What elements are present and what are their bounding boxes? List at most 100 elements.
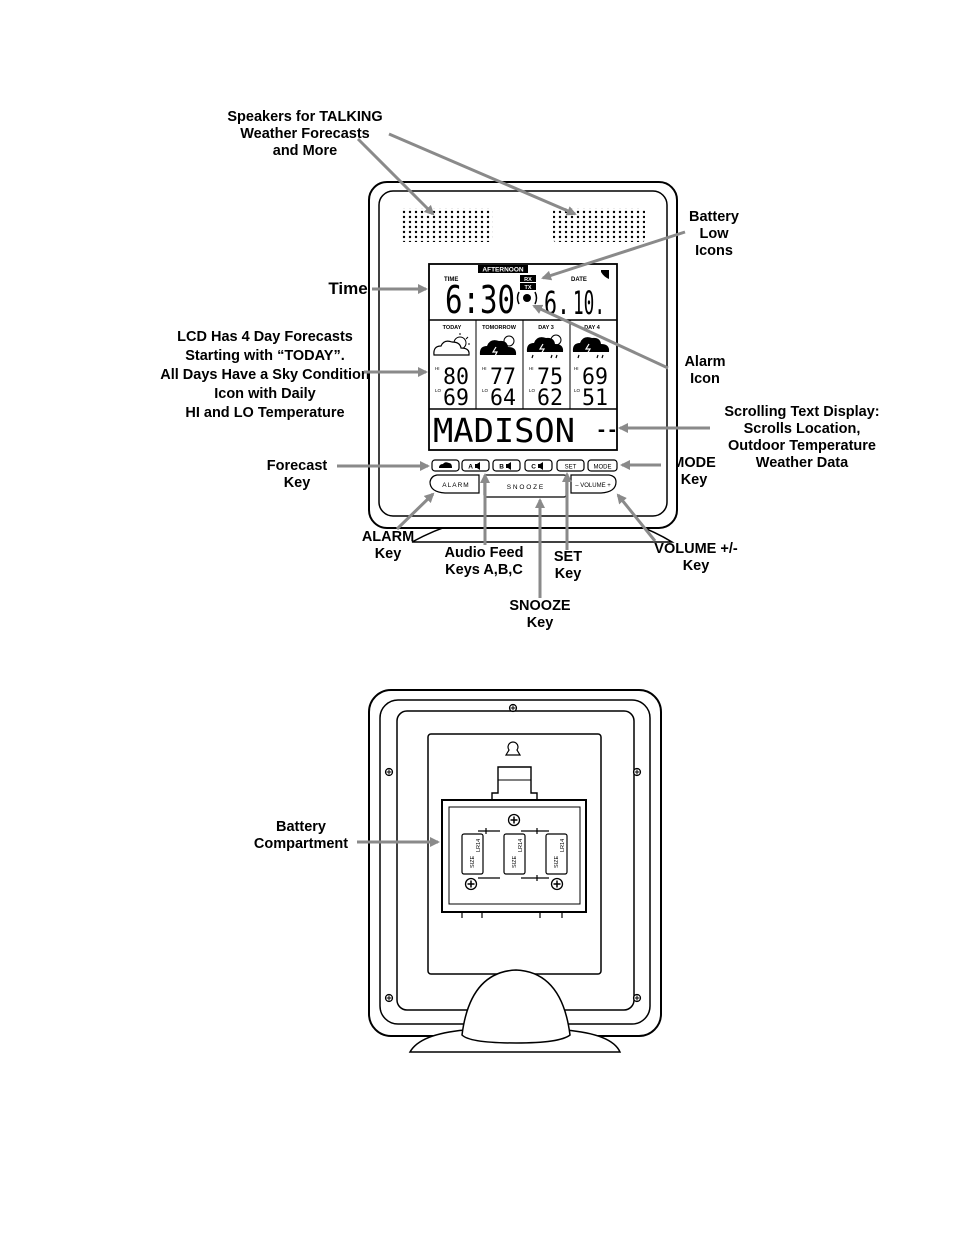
snooze-key-label: SNOOZE Key — [496, 598, 584, 632]
alarm-button[interactable]: ALARM — [429, 474, 480, 494]
speaker-grille-right — [553, 208, 645, 242]
battery-size-label: SIZE — [470, 855, 476, 868]
alarm-key-label-line: ALARM — [361, 529, 415, 545]
arrow-volume-key — [616, 493, 657, 542]
afternoon-indicator: AFTERNOON — [482, 267, 523, 274]
set-key-label: SET Key — [544, 549, 592, 583]
lcd-label-line: LCD Has 4 Day Forecasts — [177, 329, 353, 345]
alarm-key-label: ALARM Key — [352, 529, 424, 563]
lo-temp: 64 — [490, 386, 516, 411]
lo-label: LO — [529, 388, 536, 393]
audio-feed-a-label: A — [468, 464, 473, 471]
audio-feed-b-button[interactable]: B — [492, 459, 521, 472]
screw-icon — [632, 767, 642, 777]
speakers-label-line: and More — [272, 143, 338, 159]
speakers-label-line: Speakers for TALKING — [227, 109, 383, 125]
audio-feed-a-button[interactable]: A — [461, 459, 490, 472]
battery-compartment-label-line: Compartment — [253, 836, 349, 852]
hi-temp: 80 — [443, 365, 469, 390]
volume-button[interactable]: – VOLUME + — [570, 474, 617, 494]
set-button[interactable]: SET — [556, 459, 585, 472]
lo-temp: 62 — [537, 386, 563, 411]
battery-low-label-line: Battery — [689, 209, 739, 225]
audio-feed-keys-label: Audio Feed Keys A,B,C — [432, 545, 536, 579]
audio-feed-c-button[interactable]: C — [524, 459, 553, 472]
screw-icon — [384, 993, 394, 1003]
volume-key-label: VOLUME +/- Key — [642, 541, 750, 575]
speaker-grille-left — [401, 208, 493, 242]
snooze-button-label: S N O O Z E — [507, 484, 544, 491]
day-label: TODAY — [443, 325, 462, 331]
battery-cell: SIZE LR14 — [461, 833, 484, 875]
battery-contact-lines — [478, 828, 549, 881]
scrolling-text: MADISON — [433, 411, 575, 450]
alarm-bell-icon — [516, 291, 538, 305]
speaker-icon — [475, 462, 480, 470]
arrow-alarm-key — [395, 492, 435, 531]
day-label: DAY 3 — [538, 325, 554, 331]
lo-temp: 51 — [582, 386, 608, 411]
hi-temp: 77 — [490, 365, 516, 390]
speakers-label-line: Weather Forecasts — [240, 126, 370, 142]
lo-label: LO — [482, 388, 489, 393]
lcd-label: LCD Has 4 Day Forecasts Starting with “T… — [130, 328, 400, 423]
scrolling-display-label-line: Scrolls Location, — [743, 421, 861, 437]
lcd-label-line: Starting with “TODAY”. — [185, 348, 345, 364]
speaker-icon — [506, 462, 511, 470]
forecast-key-label: Forecast Key — [255, 458, 339, 492]
forecast-key-label-line: Key — [283, 475, 311, 491]
arrow-alarm-icon — [532, 304, 669, 370]
hi-label: HI — [482, 366, 487, 371]
time-label-line: Time — [328, 279, 368, 298]
speaker-icon — [538, 462, 543, 470]
volume-key-label-line: VOLUME +/- — [654, 541, 738, 557]
battery-type-label: LR14 — [560, 839, 566, 852]
battery-cell: SIZE LR14 — [503, 833, 526, 875]
set-button-label: SET — [565, 465, 577, 471]
keyhole-hanger — [504, 741, 522, 756]
lo-label: LO — [435, 388, 442, 393]
battery-type-label: LR14 — [518, 839, 524, 852]
plus-terminal-icon — [464, 877, 478, 891]
alarm-icon-label-line: Alarm — [684, 354, 726, 370]
mode-key-label: MODE Key — [662, 455, 726, 489]
day-label: DAY 4 — [584, 325, 601, 331]
tx-indicator: TX — [524, 285, 531, 291]
lcd-label-line: Icon with Daily — [214, 386, 316, 402]
battery-compartment-label: Battery Compartment — [240, 819, 362, 853]
scrolling-suffix: -- — [596, 420, 618, 441]
front-view: AFTERNOON TIME DATE RX TX 6:30 6. 10. TO… — [368, 181, 678, 543]
forecast-button[interactable] — [431, 459, 460, 472]
set-key-label-line: Key — [554, 566, 582, 582]
back-view: SIZE LR14 SIZE LR14 SIZE LR14 — [368, 689, 662, 1053]
snooze-button[interactable]: S N O O Z E — [483, 474, 567, 498]
forecast-key-label-line: Forecast — [266, 458, 328, 474]
lcd-date-label: DATE — [571, 277, 587, 283]
plus-terminal-icon — [550, 877, 564, 891]
day-label: TOMORROW — [482, 325, 517, 331]
afternoon-indicator-bg — [478, 265, 528, 273]
lcd-label-line: HI and LO Temperature — [185, 405, 345, 421]
partly-cloudy-icon — [433, 333, 470, 356]
lcd-time-value: 6:30 — [445, 278, 515, 322]
scrolling-display-label-line: Outdoor Temperature — [728, 438, 876, 454]
callout-arrows — [337, 132, 710, 847]
volume-button-label: – VOLUME + — [575, 483, 611, 489]
lcd-date-day: 10. — [573, 284, 605, 322]
tx-indicator-bg — [520, 283, 536, 290]
time-label: Time — [318, 280, 378, 297]
mode-key-label-line: Key — [680, 472, 708, 488]
battery-cell: SIZE LR14 — [545, 833, 568, 875]
speakers-label: Speakers for TALKING Weather Forecasts a… — [213, 109, 397, 160]
arrow-battery-low — [541, 230, 686, 281]
thunderstorm-rain-icon — [572, 337, 610, 359]
screw-icon — [632, 993, 642, 1003]
alarm-button-label: ALARM — [442, 482, 469, 489]
battery-size-label: SIZE — [512, 855, 518, 868]
snooze-key-label-line: Key — [526, 615, 554, 631]
alarm-icon-label: Alarm Icon — [670, 354, 740, 388]
set-key-label-line: SET — [553, 549, 583, 565]
thunderstorm-rain-icon — [526, 334, 564, 359]
mode-button[interactable]: MODE — [587, 459, 618, 472]
